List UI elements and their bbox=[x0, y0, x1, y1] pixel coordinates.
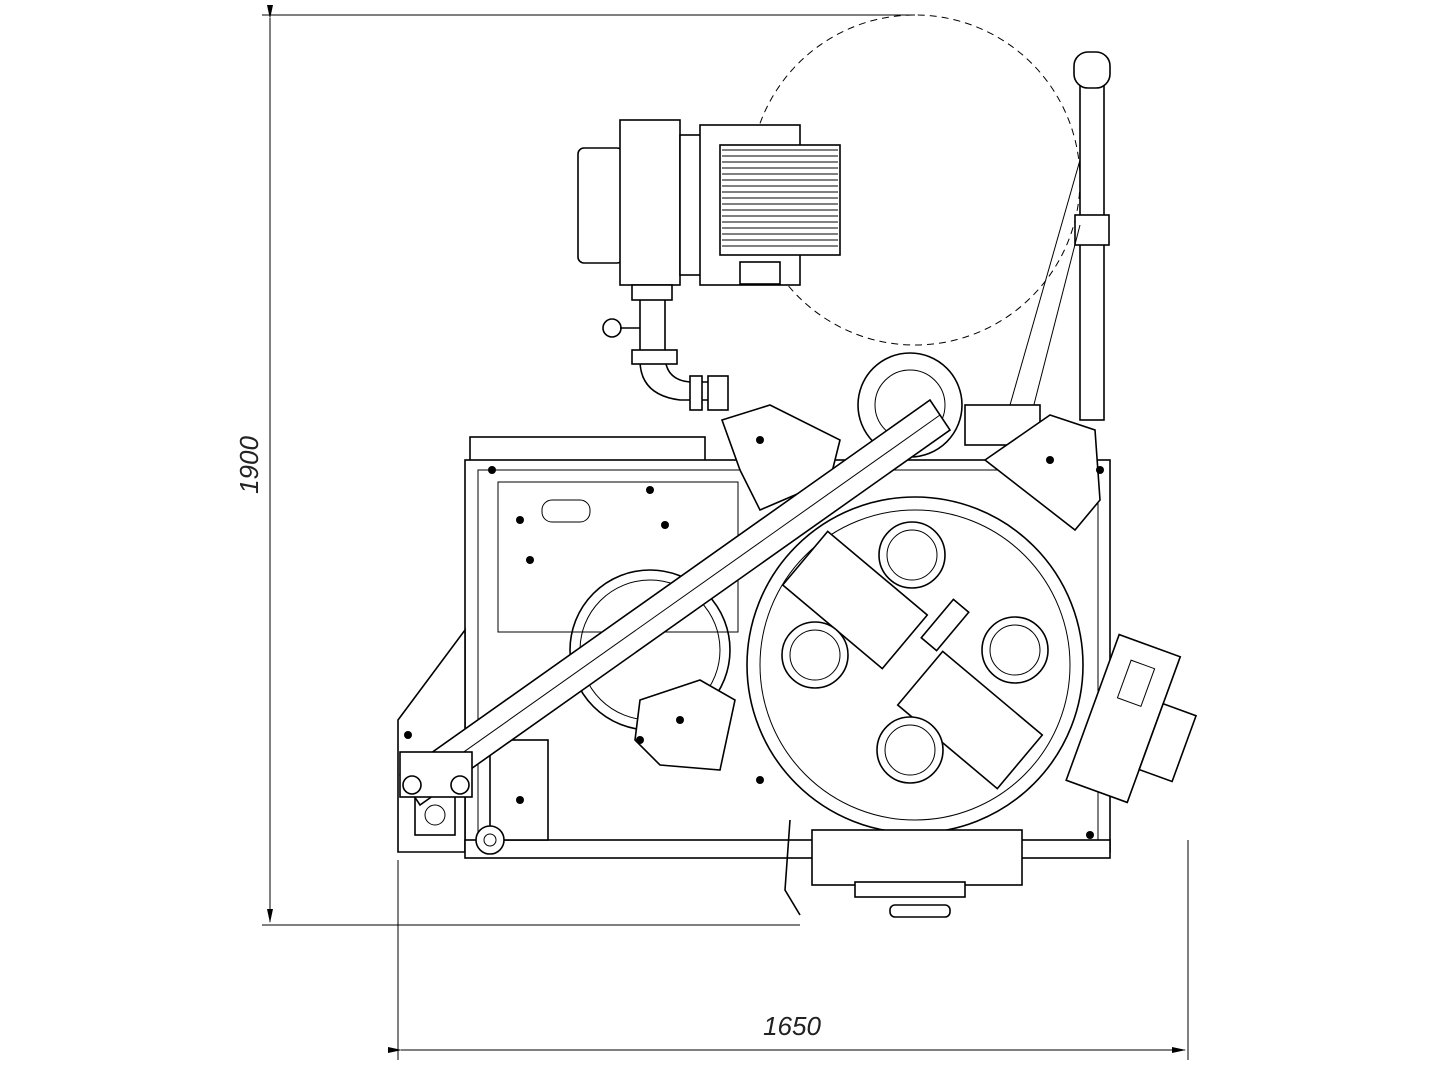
width-dimension-label: 1650 bbox=[763, 1011, 821, 1041]
support-column bbox=[999, 51, 1111, 441]
motor bbox=[577, 119, 841, 301]
outlet-pipe bbox=[602, 300, 729, 411]
width-dimension: 1650 bbox=[388, 840, 1189, 1060]
control-box bbox=[1065, 633, 1198, 804]
drum-pot bbox=[781, 621, 849, 689]
height-dimension-label: 1900 bbox=[234, 436, 264, 494]
inclined-conveyor bbox=[398, 398, 952, 807]
height-dimension: 1900 bbox=[234, 5, 915, 926]
bolt bbox=[516, 516, 524, 524]
drum-pot bbox=[876, 716, 944, 784]
bolt bbox=[1096, 466, 1104, 474]
drum-pot bbox=[989, 624, 1041, 676]
right-bracket bbox=[983, 414, 1101, 532]
main-drum bbox=[746, 496, 1084, 834]
drum-pot bbox=[789, 629, 841, 681]
bolt bbox=[516, 796, 524, 804]
bolt bbox=[404, 731, 412, 739]
drum-pot bbox=[878, 521, 946, 589]
drum-pot bbox=[981, 616, 1049, 684]
discharge-unit bbox=[784, 819, 1023, 918]
bolt bbox=[1086, 831, 1094, 839]
drum-pot bbox=[884, 724, 936, 776]
bolt bbox=[756, 436, 764, 444]
bolt bbox=[756, 776, 764, 784]
bolt bbox=[661, 521, 669, 529]
bolt bbox=[646, 486, 654, 494]
bolt bbox=[526, 556, 534, 564]
bolt bbox=[676, 716, 684, 724]
bolt bbox=[488, 466, 496, 474]
bolt bbox=[1046, 456, 1054, 464]
bolt bbox=[636, 736, 644, 744]
drum-pot bbox=[886, 529, 938, 581]
